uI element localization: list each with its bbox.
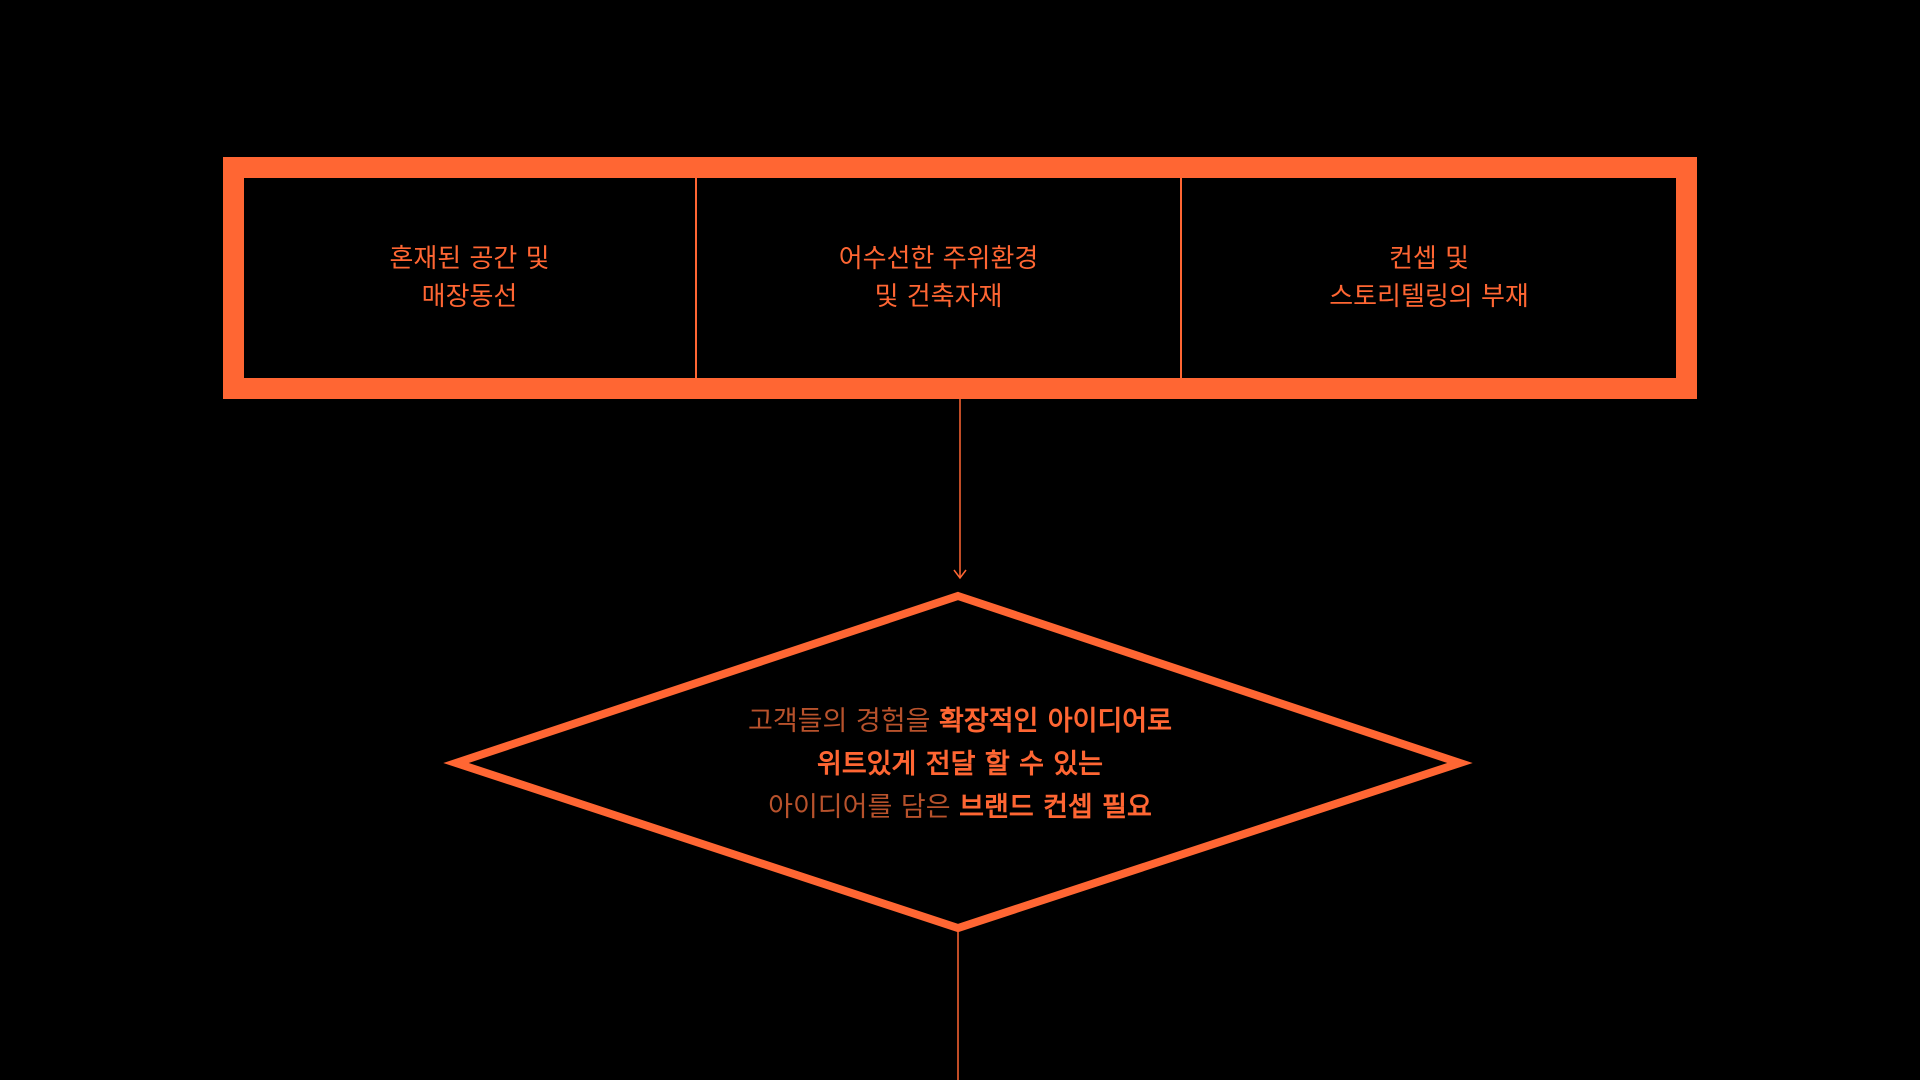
problem-concept-line1: 컨셉 및 <box>1388 244 1470 274</box>
decision-diamond <box>443 591 1473 933</box>
decision-line2-strong: 위트있게 전달 할 수 있는 <box>817 749 1103 780</box>
decision-line-1: 고객들의 경험을 확장적인 아이디어로 <box>660 700 1260 743</box>
problem-summary-box: 혼재된 공간 및 매장동선 어수선한 주위환경 및 건축자재 컨셉 및 스토리텔… <box>223 157 1697 399</box>
arrow-down-icon <box>953 569 967 580</box>
problem-cell-environment: 어수선한 주위환경 및 건축자재 <box>697 178 1182 378</box>
decision-line3-light: 아이디어를 담은 <box>768 792 960 823</box>
problem-text-environment: 어수선한 주위환경 및 건축자재 <box>839 240 1039 316</box>
decision-line-2: 위트있게 전달 할 수 있는 <box>660 743 1260 786</box>
problem-concept-line2: 스토리텔링의 부재 <box>1329 282 1529 312</box>
decision-line-3: 아이디어를 담은 브랜드 컨셉 필요 <box>660 786 1260 829</box>
decision-line1-strong: 확장적인 아이디어로 <box>939 706 1172 737</box>
problem-environment-line2: 및 건축자재 <box>874 282 1003 312</box>
problem-text-space: 혼재된 공간 및 매장동선 <box>389 240 549 316</box>
problem-text-concept: 컨셉 및 스토리텔링의 부재 <box>1329 240 1529 316</box>
problem-cell-concept: 컨셉 및 스토리텔링의 부재 <box>1182 178 1676 378</box>
decision-line1-light: 고객들의 경험을 <box>747 706 940 737</box>
problem-space-line1: 혼재된 공간 및 <box>389 244 550 274</box>
problem-space-line2: 매장동선 <box>421 282 518 312</box>
problem-cell-space: 혼재된 공간 및 매장동선 <box>244 178 697 378</box>
problem-environment-line1: 어수선한 주위환경 <box>838 244 1039 274</box>
decision-text: 고객들의 경험을 확장적인 아이디어로 위트있게 전달 할 수 있는 아이디어를… <box>660 700 1260 829</box>
decision-line3-strong: 브랜드 컨셉 필요 <box>959 792 1152 823</box>
